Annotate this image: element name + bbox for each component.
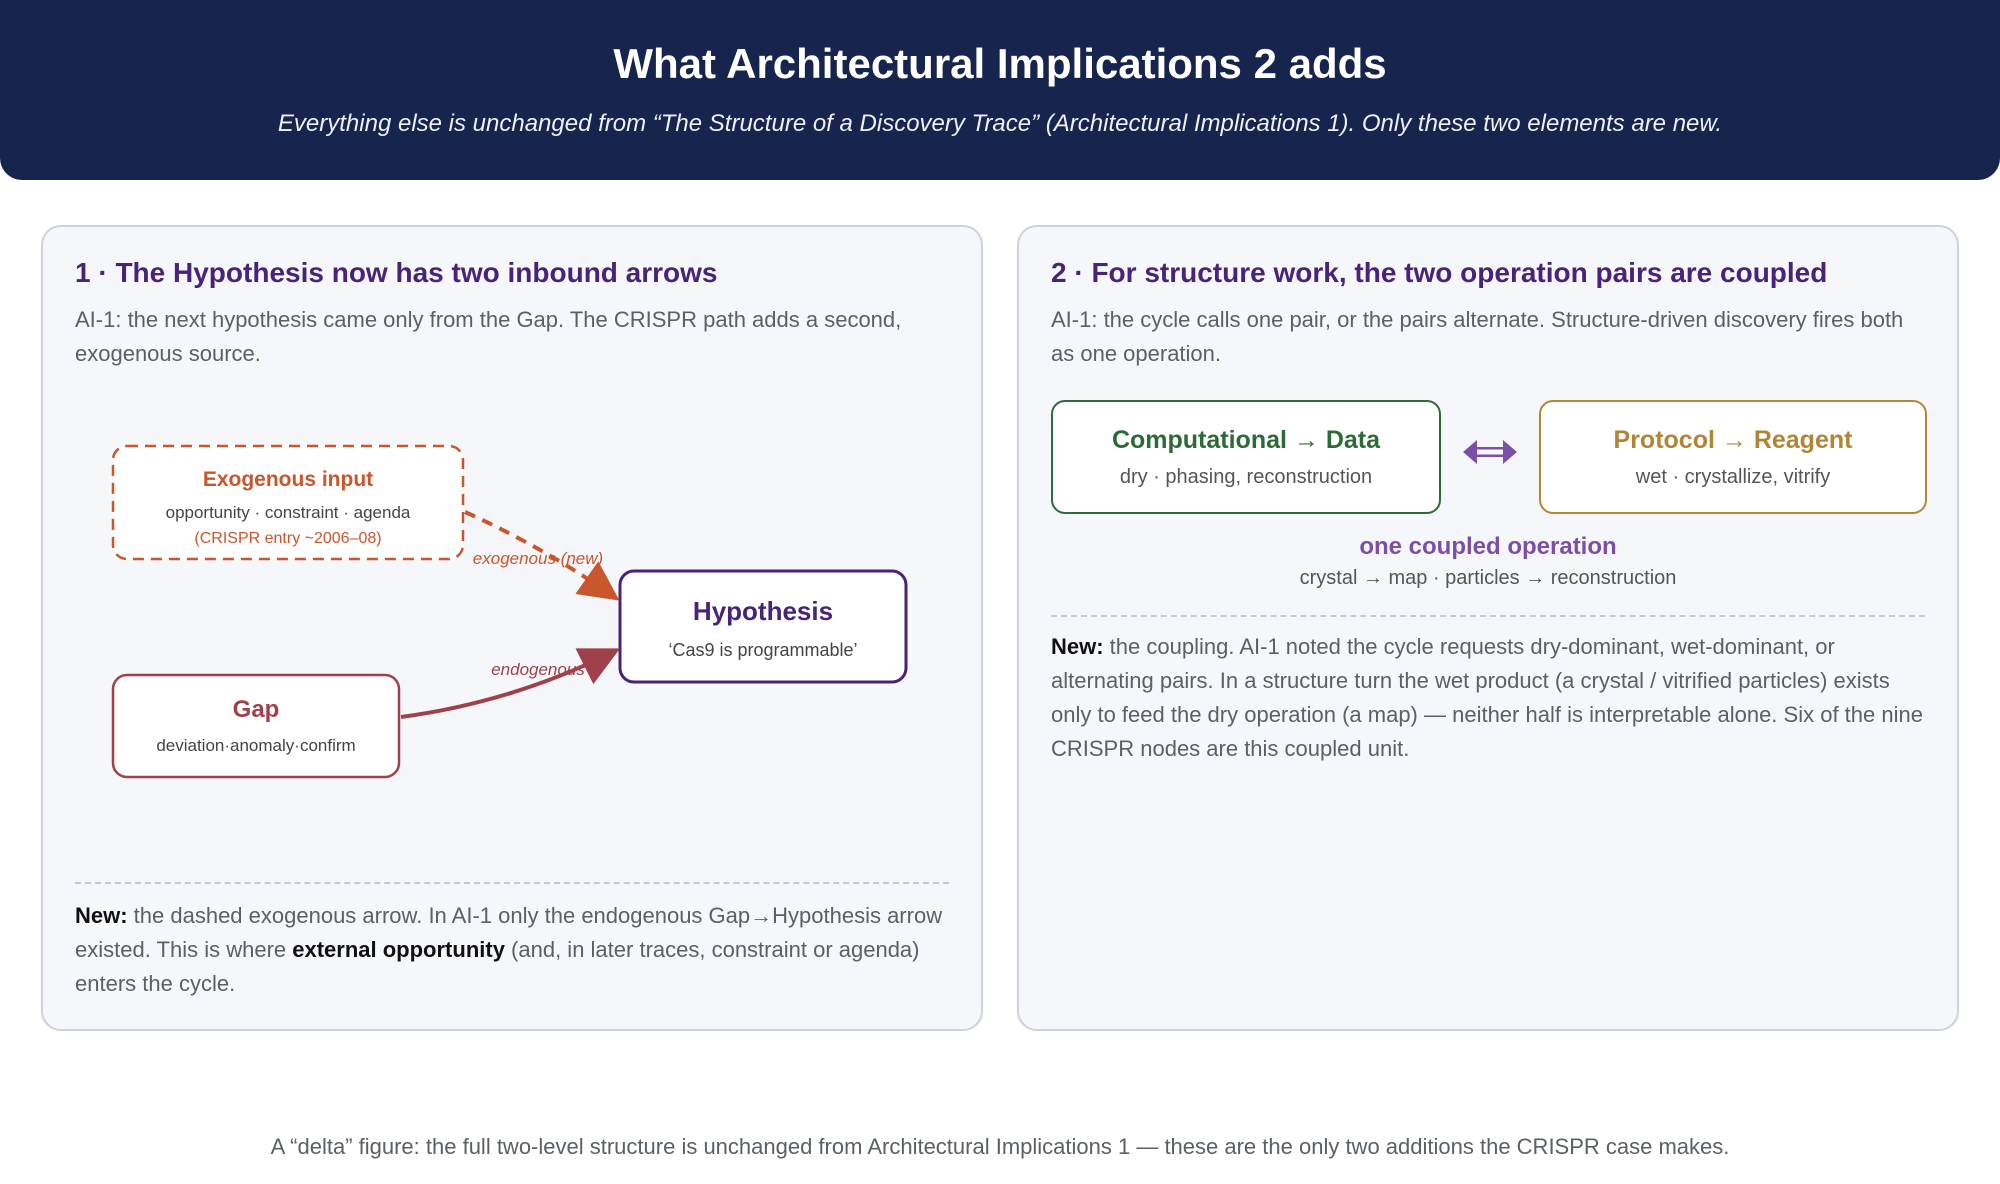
panel-hypothesis-arrows: 1 · The Hypothesis now has two inbound a… bbox=[41, 225, 983, 1031]
hypothesis-diagram: Exogenous input opportunity · constraint… bbox=[111, 444, 908, 779]
panel-note: New: the coupling. AI-1 noted the cycle … bbox=[1051, 630, 1931, 766]
exogenous-detail: (CRISPR entry ~2006–08) bbox=[194, 530, 381, 547]
computational-subtitle: dry · phasing, reconstruction bbox=[1119, 466, 1373, 488]
protocol-title: Protocol → Reagent bbox=[1613, 426, 1853, 454]
panel-title: 2 · For structure work, the two operatio… bbox=[1051, 257, 1828, 288]
note-text-b: (and, in later traces, constraint or age… bbox=[75, 937, 920, 996]
protocol-subtitle: wet · crystallize, vitrify bbox=[1635, 466, 1831, 488]
note-text-a: the dashed exogenous arrow. In AI-1 only… bbox=[75, 903, 943, 962]
exogenous-title: Exogenous input bbox=[203, 468, 373, 491]
hypothesis-title: Hypothesis bbox=[693, 596, 833, 626]
page-subtitle: Everything else is unchanged from “The S… bbox=[277, 110, 1723, 137]
panel-note: New: the dashed exogenous arrow. In AI-1… bbox=[75, 899, 955, 1001]
note-text: the coupling. AI-1 noted the cycle reque… bbox=[1051, 634, 1923, 761]
note-bold: external opportunity bbox=[292, 937, 505, 962]
footer-caption: A “delta” figure: the full two-level str… bbox=[270, 1134, 1730, 1159]
gap-node: Gap deviation·anomaly·confirm bbox=[111, 673, 401, 779]
note-lead: New: bbox=[75, 903, 128, 928]
coupled-operation-label: one coupled operation bbox=[1359, 533, 1617, 560]
panel-description: AI-1: the next hypothesis came only from… bbox=[75, 307, 902, 366]
gap-title: Gap bbox=[233, 696, 280, 723]
panel-title: 1 · The Hypothesis now has two inbound a… bbox=[75, 257, 718, 288]
divider bbox=[1051, 615, 1925, 617]
gap-subtitle: deviation·anomaly·confirm bbox=[156, 736, 355, 755]
protocol-reagent-node: Protocol → Reagent wet · crystallize, vi… bbox=[1539, 400, 1927, 514]
hypothesis-subtitle: ‘Cas9 is programmable’ bbox=[668, 640, 857, 660]
exogenous-input-node: Exogenous input opportunity · constraint… bbox=[111, 444, 465, 561]
endogenous-arrow bbox=[400, 648, 621, 719]
exogenous-arrow-label: exogenous (new) bbox=[473, 549, 603, 568]
divider bbox=[75, 882, 949, 884]
double-arrow-icon bbox=[1463, 440, 1517, 464]
computational-data-node: Computational → Data dry · phasing, reco… bbox=[1051, 400, 1441, 514]
page-title: What Architectural Implications 2 adds bbox=[613, 40, 1387, 87]
coupled-operation-sub: crystal → map · particles → reconstructi… bbox=[1299, 567, 1677, 589]
panel-description: AI-1: the cycle calls one pair, or the p… bbox=[1051, 307, 1904, 366]
hypothesis-node: Hypothesis ‘Cas9 is programmable’ bbox=[618, 569, 908, 684]
exogenous-arrow bbox=[464, 510, 620, 601]
computational-title: Computational → Data bbox=[1111, 426, 1381, 454]
page-header: What Architectural Implications 2 adds E… bbox=[0, 0, 2000, 180]
exogenous-subtitle: opportunity · constraint · agenda bbox=[166, 503, 411, 522]
note-lead: New: bbox=[1051, 634, 1104, 659]
panel-coupled-operations: 2 · For structure work, the two operatio… bbox=[1017, 225, 1959, 1031]
endogenous-arrow-label: endogenous bbox=[491, 660, 585, 679]
